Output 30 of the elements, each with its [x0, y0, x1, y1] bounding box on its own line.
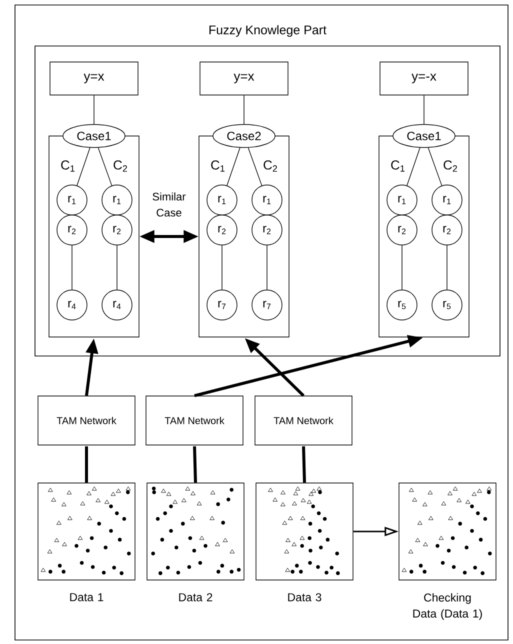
edge-label: C$_{2}$: [114, 160, 127, 172]
connector-line: [302, 446, 306, 483]
network-box: TAM Network: [146, 396, 244, 446]
connector-line: [428, 147, 442, 186]
connector-line: [446, 245, 448, 290]
edge-label: C$_{2}$: [264, 160, 277, 172]
network-box: TAM Network: [38, 396, 136, 446]
formula-box: y=x: [50, 62, 138, 96]
data-caption: Checking Data (Data 1): [413, 593, 482, 620]
connector-line: [116, 245, 118, 290]
connector-line: [193, 446, 197, 483]
data-caption: Data 1: [70, 593, 104, 602]
edge-label: Similar Case: [152, 192, 186, 217]
knowledge-title: Fuzzy Knowlege Part: [209, 25, 326, 37]
formula-box: y=-x: [380, 62, 468, 96]
edge-label: C$_{1}$: [61, 160, 75, 172]
connector-line: [76, 147, 90, 186]
connector-line: [85, 446, 88, 483]
edge-label: C$_{2}$: [444, 160, 457, 172]
network-box: TAM Network: [254, 396, 352, 446]
connector-line: [266, 245, 268, 290]
formula-box: y=x: [200, 62, 288, 96]
data-caption: Data 3: [288, 593, 322, 602]
edge-label: C$_{1}$: [211, 160, 225, 172]
connector-line: [406, 147, 420, 186]
connector-line: [98, 147, 112, 186]
connector-line: [226, 147, 240, 186]
connector-line: [248, 147, 262, 186]
edge-label: C$_{1}$: [391, 160, 405, 172]
data-caption: Data 2: [179, 593, 212, 602]
